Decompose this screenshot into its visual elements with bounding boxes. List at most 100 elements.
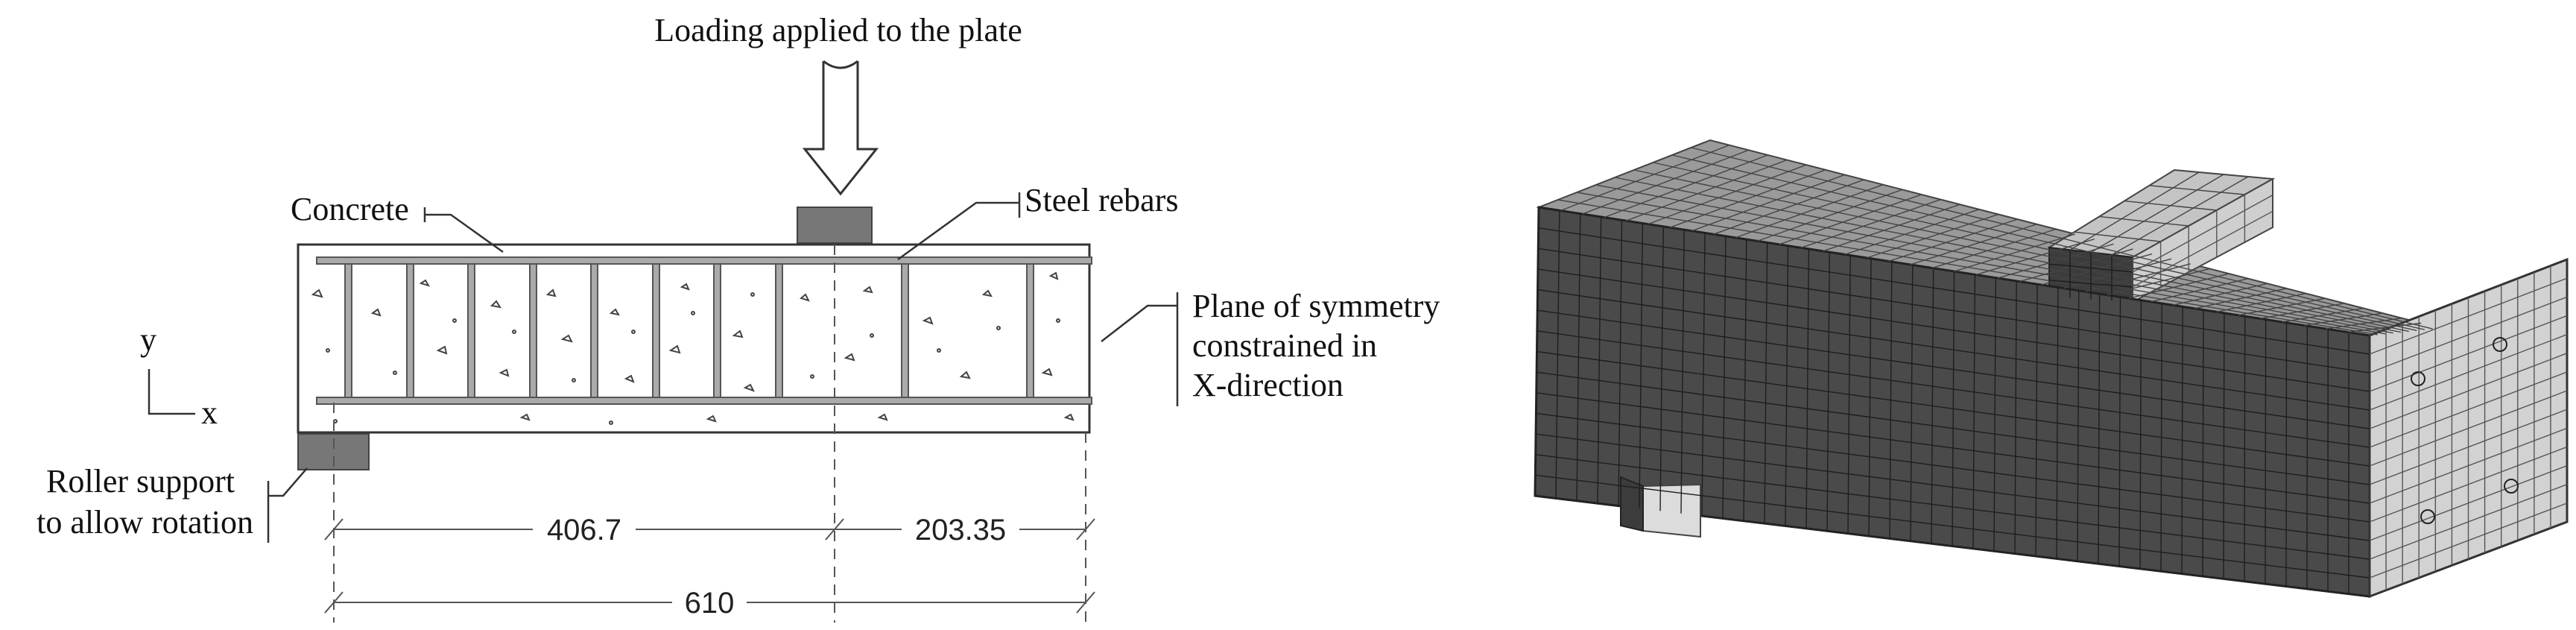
mesh-grid-line (1692, 174, 1845, 232)
mesh-grid-line (1823, 204, 1961, 252)
mesh-grid-line (2107, 268, 2210, 296)
symmetry-leader (1101, 292, 1179, 406)
mesh-grid-line (1537, 330, 2370, 448)
load-arrow (802, 60, 879, 196)
mesh-grid-line (1604, 154, 1768, 218)
top-rebar (316, 256, 1092, 265)
axis-x-label: x (201, 394, 218, 431)
mesh-grid-line (2194, 288, 2287, 309)
mesh-grid-line (2132, 210, 2273, 288)
concrete-leader (423, 207, 504, 253)
rebar-label: Steel rebars (1025, 182, 1178, 218)
mesh-grid-line (1538, 248, 2370, 374)
mesh-grid-line (2111, 176, 2249, 256)
mesh-grid-line (2347, 322, 2422, 333)
mesh-grid-line (2369, 277, 2568, 355)
mesh-grid-line (2369, 464, 2568, 541)
mesh-grid-line (1779, 194, 1922, 245)
mesh-grid-line (1735, 184, 1884, 239)
rebar-leader (897, 192, 1021, 261)
mesh-grid-line (2129, 273, 2230, 299)
symmetry-label-line-2: constrained in (1192, 327, 1377, 364)
mesh-grid-line (1866, 213, 1999, 259)
mesh-grid-line (1537, 371, 2370, 485)
mesh-grid-line (2369, 353, 2568, 429)
symmetry-label-line-1: Plane of symmetry (1192, 288, 1440, 324)
mesh-grid-line (1538, 227, 2370, 355)
mesh-grid-line (2048, 263, 2133, 273)
mesh-grid-line (1582, 149, 1749, 215)
mesh-grid-line (1954, 233, 2076, 272)
mesh-grid-line (2085, 263, 2191, 292)
support-label: Roller support to allow rotation (37, 463, 253, 541)
mesh-grid-line (2369, 296, 2568, 374)
extension-lines (333, 245, 1086, 623)
mesh-grid-line (1975, 238, 2095, 276)
concrete-label: Concrete (291, 191, 409, 227)
mesh-grid-line (1537, 309, 2370, 429)
beam-schematic: Loading applied to the plate (37, 12, 1440, 623)
mesh-grid-line (2151, 278, 2249, 303)
mesh-grid-line (2282, 307, 2364, 323)
mesh-grid-line (2369, 390, 2568, 467)
mesh-grid-line (2303, 312, 2383, 327)
bottom-rebar (316, 397, 1092, 405)
mesh-grid-line (1910, 224, 2037, 265)
mesh-grid-line (2369, 503, 2568, 579)
mesh-grid-line (1888, 218, 2018, 262)
mesh-grid-line (2041, 253, 2153, 286)
mesh-grid-line (1669, 169, 1826, 228)
dimension-left: 406.7 (547, 514, 621, 546)
mesh-grid-line (1997, 243, 2114, 279)
mesh-grid-line (1535, 474, 2370, 579)
support-leader (267, 467, 308, 543)
mesh-grid-line (2019, 248, 2133, 283)
mesh-grid-line (2238, 297, 2326, 316)
mesh-grid-line (1931, 228, 2057, 269)
mesh-grid-line (2260, 303, 2345, 320)
mesh-grid-line (2369, 371, 2568, 448)
mesh-grid-line (2369, 409, 2568, 485)
mesh-support-front (1620, 476, 1644, 532)
mesh-grid-line (2326, 318, 2402, 330)
mesh-grid-line (1535, 433, 2370, 541)
mesh-grid-line (1800, 198, 1941, 248)
mesh-grid-line (1626, 159, 1788, 221)
rebar-markers (2411, 337, 2519, 524)
mesh-grid-line (1648, 164, 1807, 225)
mesh-grid-line (1537, 350, 2370, 467)
mesh-grid-line (2172, 283, 2268, 306)
symmetry-label-line-3: X-direction (1192, 367, 1344, 403)
mesh-grid-line (2369, 427, 2568, 504)
mesh-grid-line (1535, 454, 2370, 560)
mesh-grid-line (2090, 174, 2224, 253)
dimension-total: 610 (685, 587, 735, 620)
stirrups (344, 263, 1034, 398)
mesh-grid-line (1537, 289, 2370, 411)
mesh-grid-line (1536, 392, 2370, 504)
loading-label: Loading applied to the plate (654, 12, 1022, 48)
coordinate-axes: y x (140, 321, 218, 431)
mesh-grid-line (2048, 280, 2133, 288)
symmetry-label: Plane of symmetry constrained in X-direc… (1192, 288, 1440, 403)
concrete-aggregate (311, 271, 1075, 425)
axis-y-label: y (140, 321, 156, 358)
mesh-grid-line (2132, 195, 2273, 273)
mesh-grid-lines (1535, 144, 2568, 594)
mesh-grid-line (2369, 333, 2568, 411)
mesh-grid-line (2069, 171, 2200, 251)
support-label-line-1: Roller support (46, 463, 235, 500)
mesh-grid-line (2369, 484, 2568, 560)
mesh-grid-line (2369, 315, 2568, 392)
mesh-grid-line (1713, 179, 1864, 235)
loading-plate (797, 207, 873, 244)
fe-mesh-model (1534, 139, 2569, 599)
mesh-grid-line (2216, 292, 2306, 313)
mesh-grid-line (1537, 268, 2370, 392)
mesh-grid-line (1757, 189, 1903, 242)
dimension-right: 203.35 (915, 514, 1006, 546)
support-label-line-2: to allow rotation (37, 504, 253, 541)
mesh-grid-line (2369, 446, 2568, 523)
mesh-grid-line (1560, 144, 1730, 212)
